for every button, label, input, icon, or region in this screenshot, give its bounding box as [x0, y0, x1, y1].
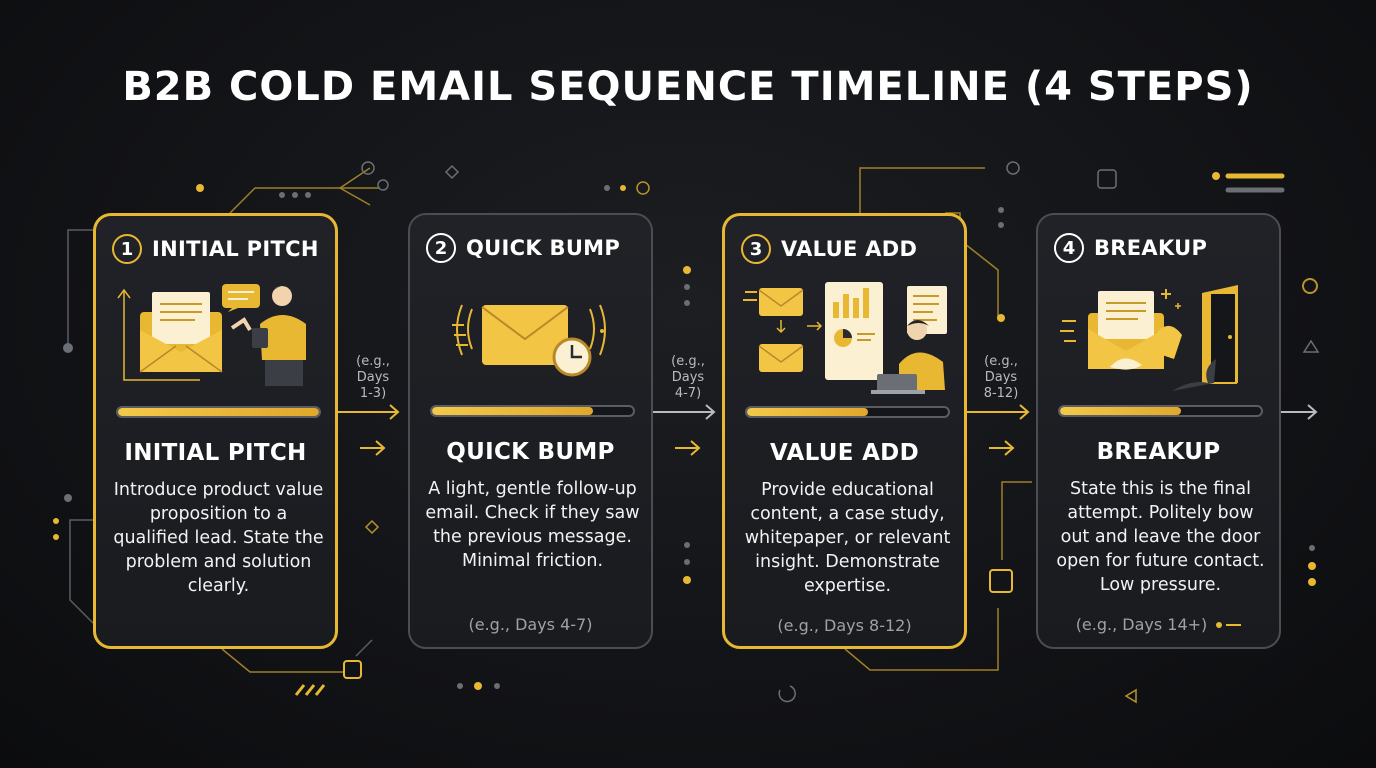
- step-description: Introduce product value proposition to a…: [113, 480, 324, 596]
- step-progress-bar: [116, 406, 321, 418]
- step-card-value-add: 3 VALUE ADD VALUE ADD Provide educationa…: [722, 213, 967, 649]
- step-days: (e.g., Days 8-12): [777, 616, 912, 635]
- case-study-analyst-icon: [743, 282, 947, 394]
- step-card-breakup: 4 BREAKUP BREAKUP State this is the fina…: [1036, 213, 1281, 649]
- step-number-badge: 2: [426, 233, 456, 263]
- step-days-text: (e.g., Days 14+): [1075, 615, 1208, 634]
- progress-fill: [747, 408, 868, 416]
- step-number-badge: 1: [112, 234, 142, 264]
- step-progress-bar: [430, 405, 635, 417]
- step-title: BREAKUP: [1094, 236, 1208, 260]
- step-title: QUICK BUMP: [466, 236, 621, 260]
- step-title: INITIAL PITCH: [152, 237, 319, 261]
- step-card-quick-bump: 2 QUICK BUMP QUICK BUMP A light, gentle …: [408, 213, 653, 649]
- step-progress-bar: [745, 406, 950, 418]
- step-description: State this is the final attempt. Politel…: [1056, 479, 1265, 595]
- step-card-initial-pitch: 1 INITIAL PITCH INITIAL PITCH Introduce …: [93, 213, 338, 649]
- step-number-badge: 3: [741, 234, 771, 264]
- envelope-presenter-icon: [117, 284, 306, 386]
- envelope-handshake-door-icon: [1060, 285, 1238, 391]
- step-header: 3 VALUE ADD: [741, 232, 917, 266]
- step-heading: BREAKUP: [1096, 439, 1221, 465]
- step-header: 2 QUICK BUMP: [426, 231, 620, 265]
- step-3-days-label: (e.g., Days 8-12): [983, 354, 1019, 401]
- step-description: Provide educational content, a case stud…: [744, 480, 951, 596]
- envelope-clock-icon: [452, 304, 606, 377]
- progress-fill: [432, 407, 593, 415]
- progress-fill: [118, 408, 319, 416]
- step-title: VALUE ADD: [781, 237, 918, 261]
- step-heading: VALUE ADD: [770, 440, 919, 466]
- page-title: B2B COLD EMAIL SEQUENCE TIMELINE (4 STEP…: [122, 64, 1254, 110]
- step-2-days-label: (e.g., Days 4-7): [671, 354, 705, 401]
- progress-fill: [1060, 407, 1181, 415]
- step-days: (e.g., Days 14+): [1038, 615, 1279, 634]
- step-progress-bar: [1058, 405, 1263, 417]
- step-heading: INITIAL PITCH: [124, 440, 307, 466]
- step-header: 4 BREAKUP: [1054, 231, 1207, 265]
- step-heading: QUICK BUMP: [446, 439, 615, 465]
- step-days: (e.g., Days 4-7): [468, 615, 593, 634]
- step-number-badge: 4: [1054, 233, 1084, 263]
- step-description: A light, gentle follow-up email. Check i…: [425, 479, 640, 571]
- dot-dash-decoration-icon: [1216, 621, 1242, 628]
- step-1-days-label: (e.g., Days 1-3): [356, 354, 390, 401]
- step-header: 1 INITIAL PITCH: [112, 232, 319, 266]
